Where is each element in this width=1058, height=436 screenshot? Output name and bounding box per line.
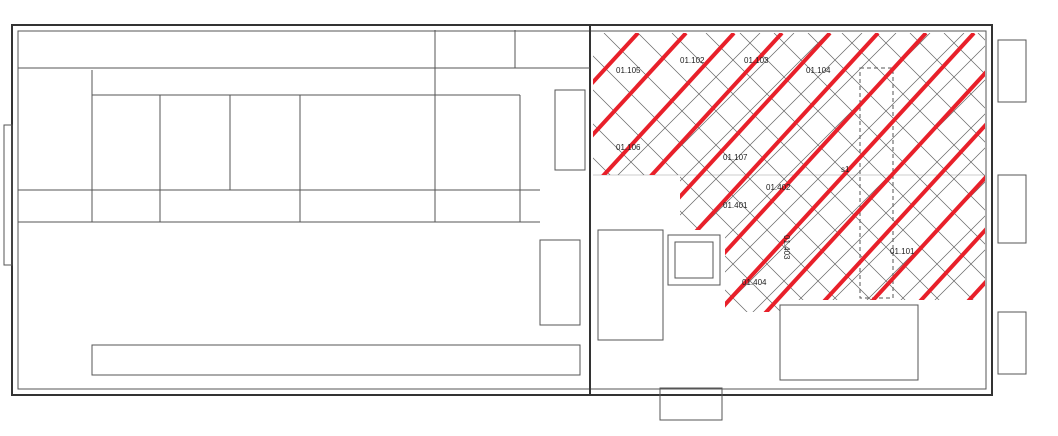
grid-line: [977, 33, 985, 312]
room-label-01-102: 01.102: [680, 56, 705, 65]
room-label-01-107: 01.107: [723, 153, 748, 162]
grid-line: [807, 33, 985, 312]
hatch-line: [738, 33, 985, 312]
grid-line: [637, 33, 985, 312]
room-label-01-402: 01.402: [766, 183, 791, 192]
grid-line: [593, 33, 761, 312]
grid-line: [841, 33, 985, 312]
hatch-line: [593, 33, 736, 312]
hatch-line: [593, 33, 880, 312]
diagonal-grid: [593, 33, 1058, 393]
grid-line: [875, 33, 985, 312]
hatch-line: [593, 33, 688, 312]
hatch-line: [786, 33, 985, 312]
grid-line: [1046, 33, 1058, 393]
grid-line: [593, 33, 897, 312]
grid-line: [1012, 33, 1058, 393]
grid-line: [739, 33, 985, 312]
hatch-line: [834, 33, 985, 312]
grid-line: [603, 33, 965, 312]
building-walls: [3, 24, 1027, 421]
room-label-01-103: 01.103: [744, 56, 769, 65]
grid-line: [1012, 33, 1058, 393]
hatch-line: [594, 33, 928, 312]
room-label-01-105: 01.105: [616, 66, 641, 75]
grid-line: [1046, 33, 1058, 393]
grid-line: [807, 33, 985, 312]
hatch-line: [593, 33, 784, 312]
room-label-01-101: 01.101: [890, 247, 915, 256]
room-label-01-106: 01.106: [616, 143, 641, 152]
room-label-01-403: 01.403: [782, 235, 791, 260]
grid-line: [773, 33, 985, 312]
grid-line: [705, 33, 985, 312]
grid-line: [593, 33, 829, 312]
room-label-01-401: 01.401: [723, 201, 748, 210]
hatch-line: [690, 33, 985, 312]
grid-line: [909, 33, 985, 312]
hatch-line: [642, 33, 976, 312]
room-label-01-404: 01.404: [742, 278, 767, 287]
red-hatch-area: [260, 33, 985, 393]
hatch-line: [593, 33, 640, 312]
room-labels: 01.105 01.102 01.103 01.104 01.106 01.10…: [616, 56, 915, 287]
room-label-01-104: 01.104: [806, 66, 831, 75]
hatch-line: [260, 33, 590, 393]
grid-line: [593, 33, 863, 312]
grid-line: [773, 33, 985, 312]
grid-line: [593, 33, 795, 312]
grid-line: [671, 33, 985, 312]
grid-line: [943, 33, 985, 312]
grid-line: [739, 33, 985, 312]
grid-line: [909, 33, 985, 312]
grid-line: [977, 33, 985, 312]
room-label-s1: s1: [841, 165, 850, 174]
grid-line: [943, 33, 985, 312]
